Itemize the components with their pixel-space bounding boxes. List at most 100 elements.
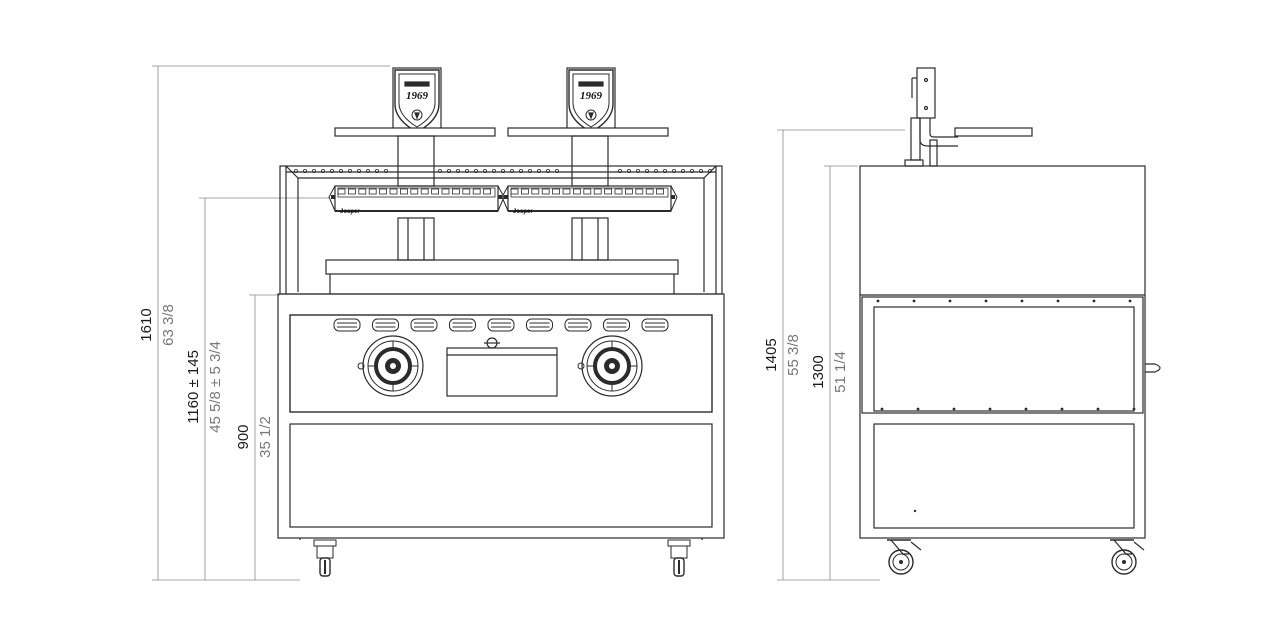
hood-dot — [491, 168, 496, 173]
grate-slot — [541, 188, 550, 195]
tray-grates — [337, 188, 664, 195]
hood-dot — [699, 168, 704, 173]
side-height-total-in: 55 3/8 — [785, 334, 802, 376]
rivet — [1024, 407, 1028, 411]
left-tray-brand: Josper — [340, 209, 360, 215]
front-view: 1610 63 3/8 1160 ± 145 45 5/8 ± 5 3/4 90… — [138, 65, 725, 581]
grate-slot — [472, 188, 481, 195]
grate-slot — [583, 188, 592, 195]
grate-slot — [614, 188, 623, 195]
grate-slot — [635, 188, 644, 195]
hood-dot — [645, 168, 650, 173]
hood-dot — [654, 168, 659, 173]
hood-dot — [473, 168, 478, 173]
rivet — [984, 299, 988, 303]
side-tower — [904, 67, 1033, 167]
vent-slot — [526, 318, 553, 332]
hood-dot — [663, 168, 668, 173]
hood-dot — [464, 168, 469, 173]
counter-plate — [325, 259, 679, 294]
vent-slot — [603, 318, 630, 332]
side-right-caster — [1109, 539, 1145, 575]
grate-slot — [656, 188, 664, 195]
right-logo-year: 1969 — [580, 90, 603, 102]
rivet — [913, 509, 917, 513]
side-left-caster — [886, 539, 922, 575]
front-dimension-lines — [152, 65, 390, 581]
grate-slot — [531, 188, 540, 195]
rivet — [1132, 407, 1136, 411]
grate-slot — [521, 188, 529, 195]
vent-slot — [449, 318, 476, 332]
front-height-counter-mm: 900 — [235, 424, 252, 449]
hood-dot — [636, 168, 641, 173]
grate-slot — [645, 188, 654, 195]
rivet — [880, 407, 884, 411]
hood-dot — [302, 168, 307, 173]
rivet — [912, 299, 916, 303]
front-height-total-in: 63 3/8 — [160, 304, 177, 346]
front-left-caster — [313, 539, 337, 577]
side-body — [859, 165, 1161, 539]
hood-dot — [437, 168, 442, 173]
front-height-grill-in: 45 5/8 ± 5 3/4 — [207, 341, 224, 433]
grate-slot — [337, 188, 346, 195]
grate-slot — [368, 188, 377, 195]
grate-slot — [420, 188, 429, 195]
grate-slot — [483, 188, 492, 195]
hood-dot — [311, 168, 316, 173]
grate-slot — [604, 188, 612, 195]
oven-body — [277, 293, 725, 540]
front-height-counter-in: 35 1/2 — [257, 416, 274, 458]
rivet — [1092, 299, 1096, 303]
side-height-body-mm: 1300 — [810, 355, 827, 388]
hood-dot — [329, 168, 334, 173]
hood-dot — [627, 168, 632, 173]
hood-dot — [708, 168, 713, 173]
hood-dot — [365, 168, 370, 173]
grate-slot — [399, 188, 408, 195]
rivet — [1020, 299, 1024, 303]
grate-slot — [389, 188, 398, 195]
vent-slot — [564, 318, 592, 332]
hood-dot — [347, 168, 352, 173]
hood-dot — [482, 168, 487, 173]
hood-frame — [279, 165, 723, 295]
grate-slot — [410, 188, 419, 195]
front-height-total-mm: 1610 — [138, 308, 155, 341]
control-panel — [446, 337, 558, 397]
hood-dot — [546, 168, 551, 173]
grate-slot — [625, 188, 633, 195]
right-tray-brand: Josper — [513, 209, 533, 215]
hood-dot — [356, 168, 361, 173]
rivet — [1128, 299, 1132, 303]
hood-dot — [681, 168, 686, 173]
hood-dot — [672, 168, 677, 173]
right-fan — [577, 334, 644, 398]
grate-slot — [462, 188, 471, 195]
grate-slot — [441, 188, 450, 195]
vent-slot — [487, 318, 515, 332]
rivet — [1096, 407, 1100, 411]
hood-dot — [338, 168, 343, 173]
rivet — [948, 299, 952, 303]
hood-dot — [455, 168, 460, 173]
rivet — [988, 407, 992, 411]
hood-dot — [690, 168, 695, 173]
left-fan — [357, 334, 425, 398]
front-right-caster — [667, 539, 691, 577]
side-view: 1405 55 3/8 1300 51 1/4 — [763, 67, 1161, 581]
vent-slot — [410, 318, 438, 332]
grate-slot — [593, 188, 602, 195]
hood-dot — [446, 168, 451, 173]
hood-dot — [500, 168, 505, 173]
hood-dot — [528, 168, 533, 173]
hood-dot — [537, 168, 542, 173]
side-height-total-mm: 1405 — [763, 338, 780, 371]
vent-slot — [372, 318, 399, 332]
hood-dot — [519, 168, 524, 173]
hood-dot — [383, 168, 388, 173]
grate-slot — [358, 188, 367, 195]
rivet — [952, 407, 956, 411]
rivet — [916, 407, 920, 411]
